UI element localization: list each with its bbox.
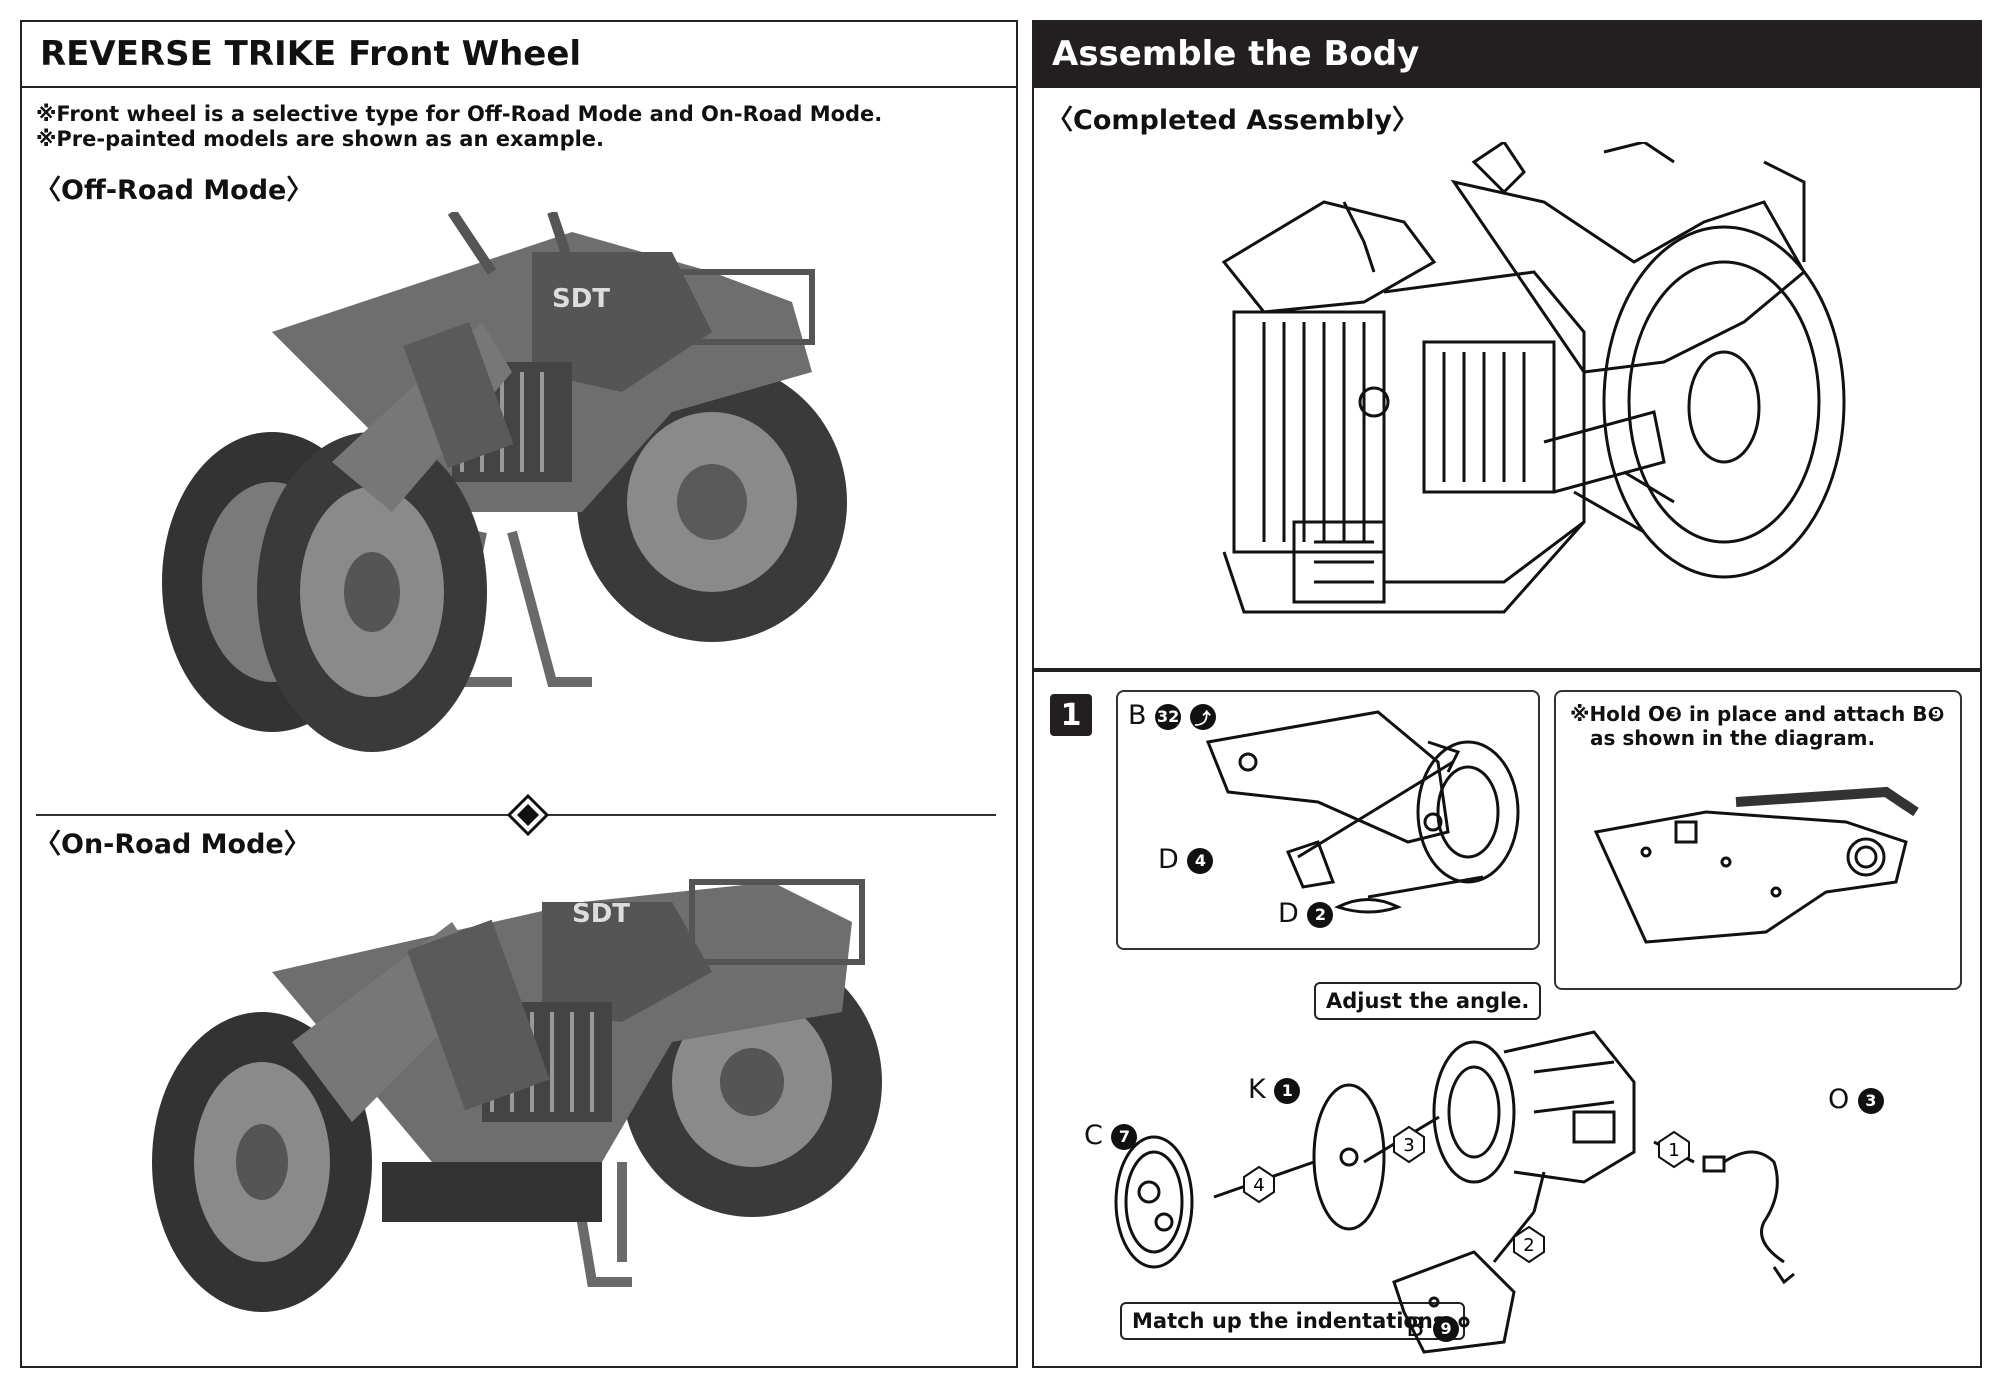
hold-note-line2: as shown in the diagram. — [1590, 726, 1876, 750]
divider-diamond-icon — [507, 794, 549, 836]
seq-2-label: 2 — [1523, 1235, 1534, 1256]
assemble-body-panel: Assemble the Body 〈Completed Assembly〉 — [1032, 20, 1982, 670]
b32-inset-box: B 32 ⤴ D 4 D 2 — [1116, 690, 1540, 950]
offroad-heading: 〈Off-Road Mode〉 — [34, 175, 314, 206]
step1-panel: 1 B 32 ⤴ D 4 D — [1032, 670, 1982, 1368]
k1-part-label: K 1 — [1248, 1074, 1301, 1105]
selective-type-note: ※Front wheel is a selective type for Off… — [36, 102, 883, 126]
hold-note-line1: ※Hold O❸ in place and attach B❾ — [1570, 702, 1945, 726]
onroad-bike-image: SDT — [152, 879, 882, 1312]
seq-3-label: 3 — [1403, 1135, 1414, 1156]
d2-part-label: D 2 — [1278, 898, 1334, 929]
c7-part-label: C 7 — [1084, 1120, 1138, 1151]
front-wheel-panel: REVERSE TRIKE Front Wheel ※Front wheel i… — [20, 20, 1018, 1368]
pre-painted-note: ※Pre-painted models are shown as an exam… — [36, 127, 605, 151]
completed-assembly-heading: 〈Completed Assembly〉 — [1046, 105, 1420, 136]
hold-note-box: ※Hold O❸ in place and attach B❾ as shown… — [1554, 690, 1962, 990]
hold-detail-diagram — [1593, 786, 1919, 944]
onroad-tank-brand: SDT — [572, 899, 630, 929]
o3-part-label: O 3 — [1828, 1084, 1884, 1115]
b32-number: 32 — [1155, 703, 1182, 730]
assemble-body-title: Assemble the Body — [1034, 22, 1980, 88]
offroad-bike-image: SDT — [162, 212, 847, 752]
seq-1-label: 1 — [1668, 1140, 1679, 1161]
seq-4-label: 4 — [1253, 1175, 1264, 1196]
front-wheel-title: REVERSE TRIKE Front Wheel — [22, 22, 1016, 88]
cement-glue-icon: ⤴ — [1189, 703, 1216, 730]
onroad-heading: 〈On-Road Mode〉 — [34, 829, 311, 860]
b32-part-label: B 32 ⤴ — [1128, 700, 1216, 731]
d4-part-label: D 4 — [1158, 844, 1214, 875]
b32-part-diagram — [1205, 710, 1520, 914]
step1-assembly-diagram: 4 3 1 2 — [1114, 1030, 1795, 1354]
b9-part-label: B 9 — [1406, 1312, 1460, 1343]
step-number-badge: 1 — [1050, 694, 1092, 736]
completed-assembly-diagram — [1221, 142, 1846, 614]
offroad-tank-brand: SDT — [552, 284, 610, 314]
adjust-angle-callout: Adjust the angle. — [1314, 982, 1542, 1020]
